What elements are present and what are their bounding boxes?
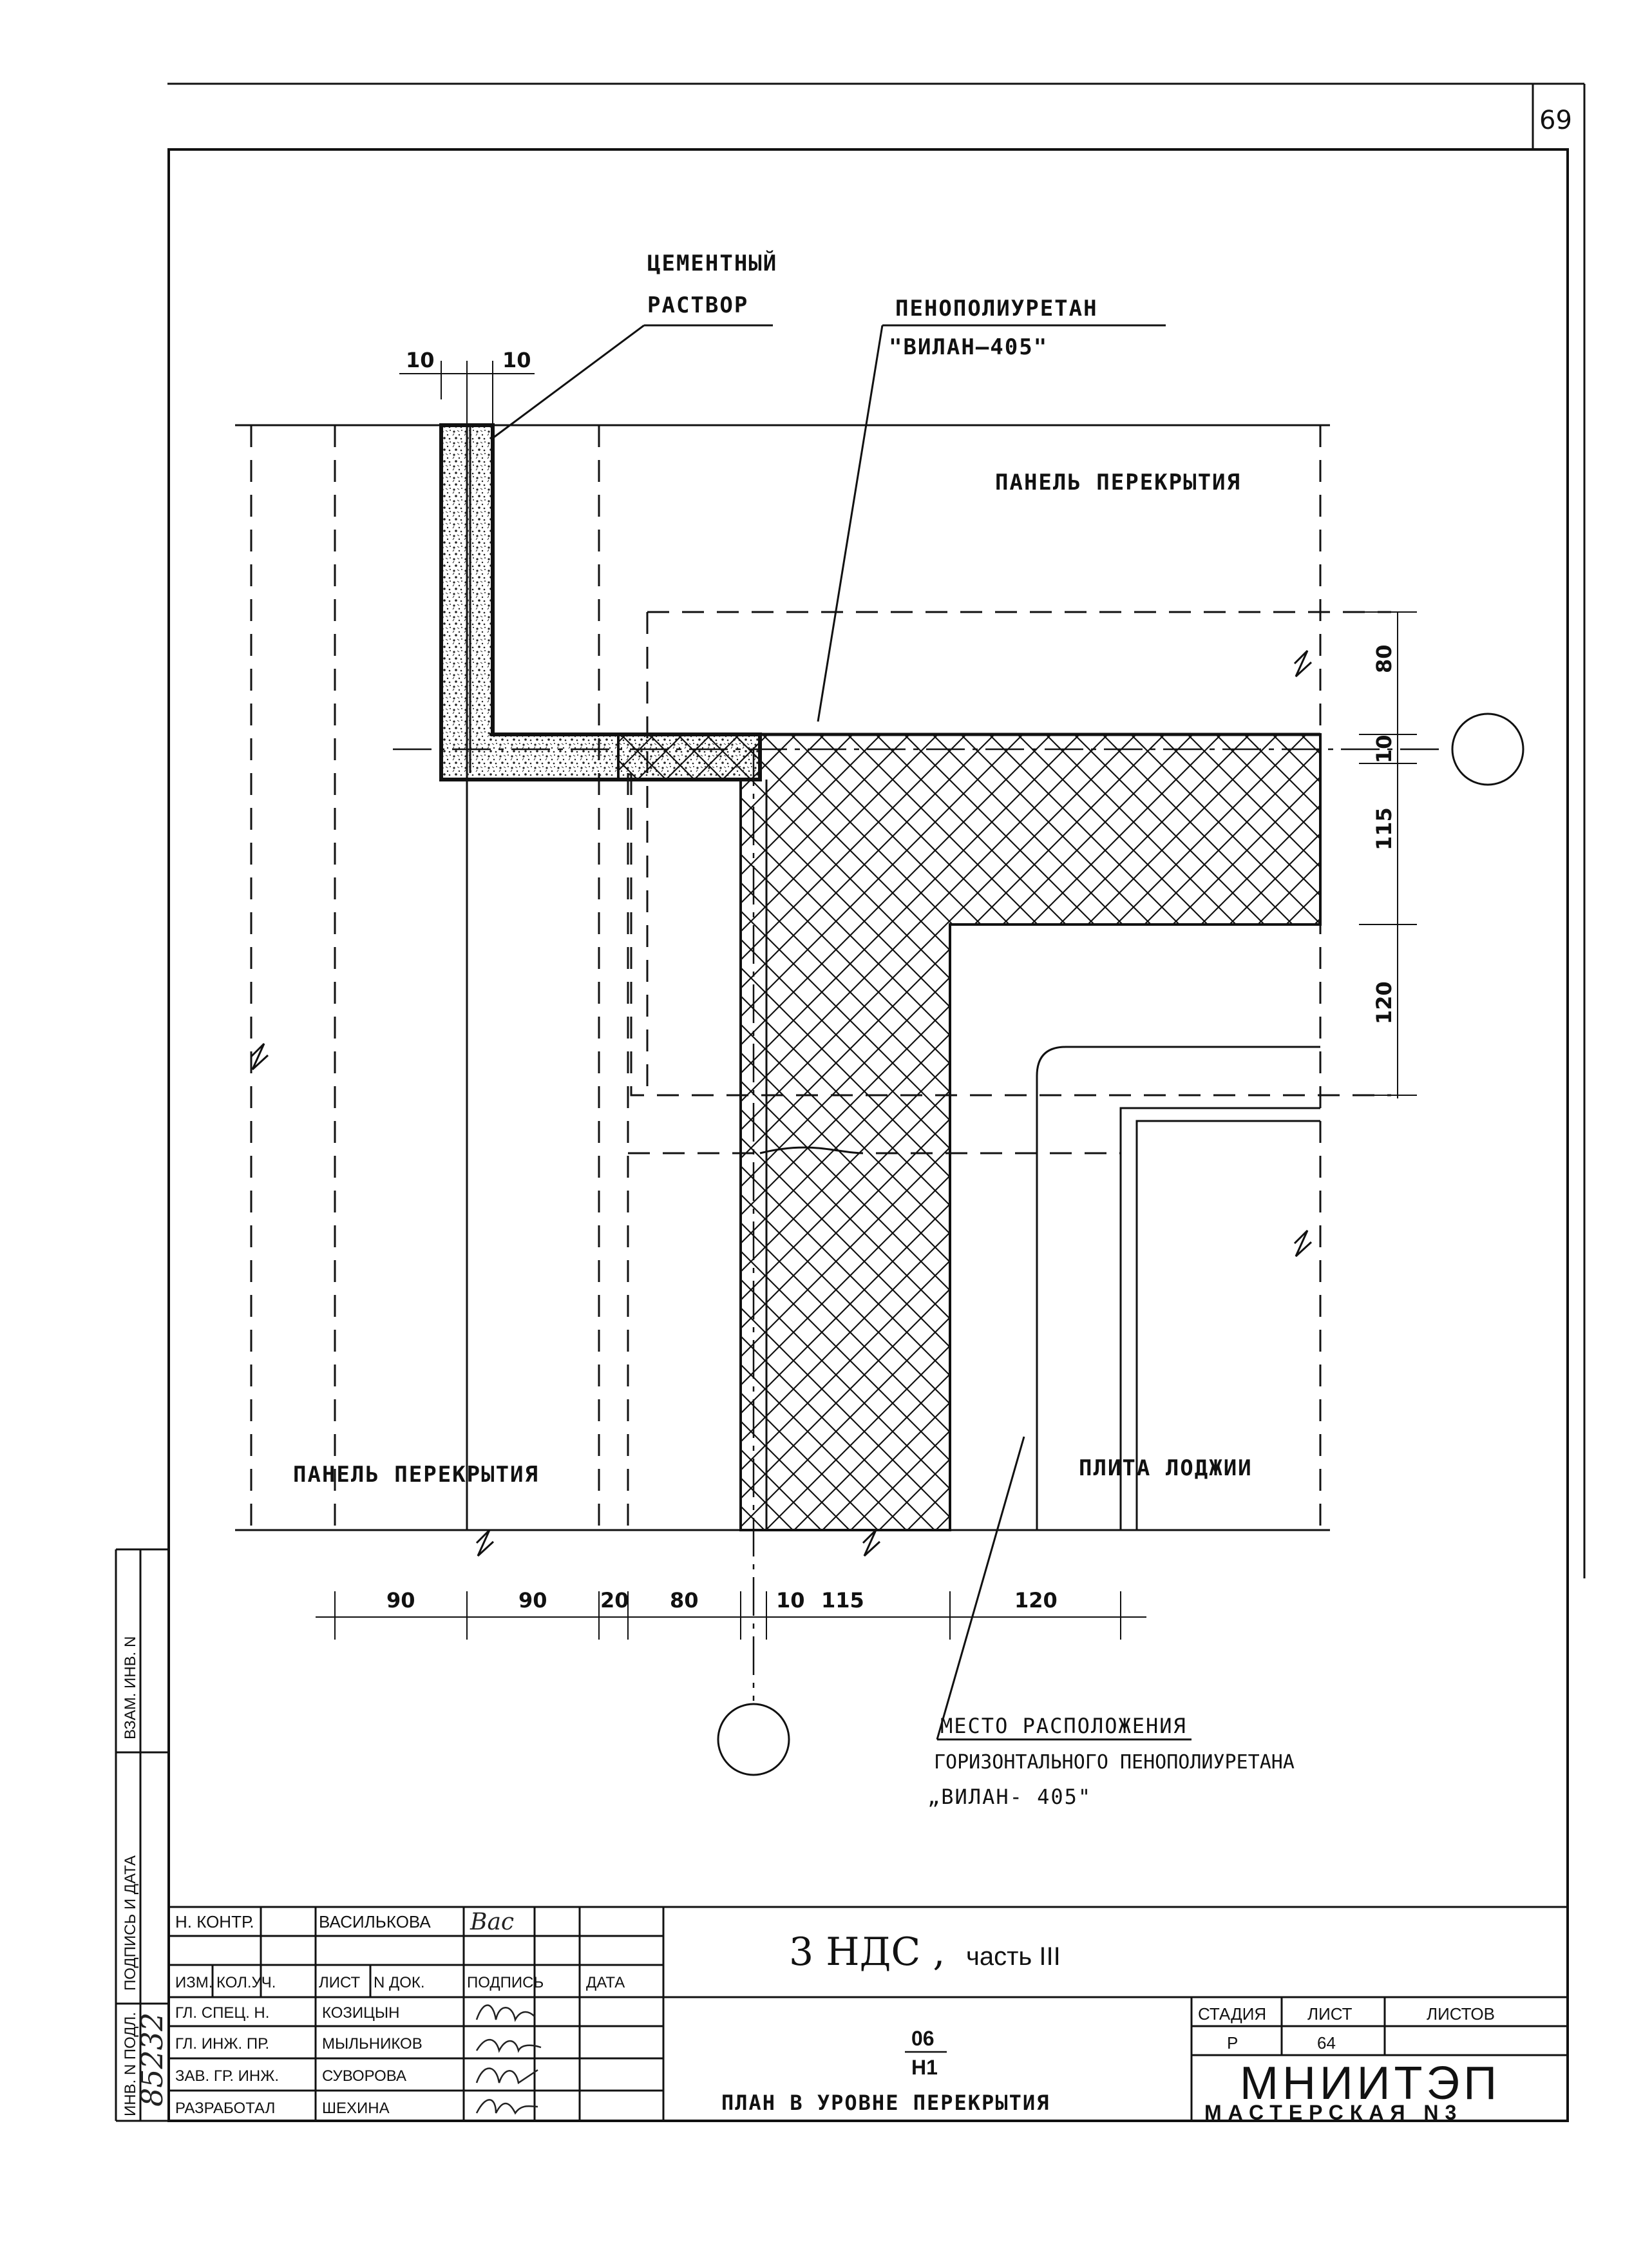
label-loggia: ПЛИТА ЛОДЖИИ (1079, 1455, 1253, 1481)
title-block-grid (169, 1906, 1568, 2121)
tb-norm-control-name: ВАСИЛЬКОВА (319, 1912, 431, 1931)
dim-bottom-80: 80 (670, 1588, 699, 1613)
tb-doc-code-top: 06 (911, 2027, 935, 2050)
loggia-slab-outline (1036, 1046, 1320, 1530)
dim-bottom-10: 10 (776, 1588, 805, 1613)
tb-stage-header: СТАДИЯ (1198, 2004, 1266, 2024)
side-stamp-replace-inv: ВЗАМ. ИНВ. N (122, 1636, 139, 1739)
bottom-dimension-chain (316, 1591, 1146, 1640)
cement-mortar-fill (439, 423, 762, 781)
label-cement-1: ЦЕМЕНТНЫЙ (647, 250, 777, 276)
tb-project: 3 НДС , (789, 1930, 945, 1975)
tb-header-change: ИЗМ. (175, 1974, 213, 1991)
tb-sheets-header: ЛИСТОВ (1427, 2004, 1495, 2024)
dim-bottom-20: 20 (600, 1588, 629, 1613)
tb-drawing-title: ПЛАН В УРОВНЕ ПЕРЕКРЫТИЯ (721, 2091, 1050, 2115)
leader-lines (492, 324, 1192, 1741)
tb-stage-value: Р (1227, 2033, 1238, 2053)
sheet-number: 69 (1539, 106, 1572, 135)
tb-header-date: ДАТА (586, 1974, 625, 1991)
dim-right-115: 115 (1372, 807, 1396, 850)
tb-staff-role-4: РАЗРАБОТАЛ (175, 2100, 275, 2117)
handwritten-signatures (475, 2004, 542, 2115)
label-foam-1: ПЕНОПОЛИУРЕТАН (895, 296, 1098, 321)
tb-header-sheet: ЛИСТ (319, 1974, 361, 1991)
tb-staff-name-3: СУВОРОВА (322, 2067, 406, 2085)
axis-marker-right (1451, 713, 1524, 786)
side-stamp-handwritten-inv: 85232 (135, 2013, 169, 2107)
label-panel-bottom: ПАНЕЛЬ ПЕРЕКРЫТИЯ (293, 1462, 539, 1488)
tb-norm-control-role: Н. КОНТР. (175, 1912, 254, 1931)
sheet-number-box: 69 (1532, 84, 1586, 1578)
right-dimension-chain (1359, 611, 1417, 1098)
label-location-1: МЕСТО РАСПОЛОЖЕНИЯ (940, 1714, 1187, 1738)
tb-project-part: часть III (966, 1942, 1061, 1971)
tb-header-signature: ПОДПИСЬ (467, 1974, 544, 1991)
tb-staff-name-4: ШЕХИНА (322, 2100, 390, 2117)
dim-bottom-115: 115 (821, 1588, 864, 1613)
break-marks (250, 649, 1313, 1557)
top-dimension (399, 361, 535, 425)
dim-right-80: 80 (1372, 644, 1396, 673)
label-cement-2: РАСТВОР (647, 292, 748, 318)
tb-norm-control-signature: Вас (470, 1909, 514, 1935)
tb-header-count: КОЛ.УЧ. (216, 1974, 276, 1991)
dim-top-left: 10 (406, 348, 435, 372)
dim-right-10: 10 (1372, 734, 1396, 763)
dim-right-120: 120 (1372, 981, 1396, 1024)
dim-top-right: 10 (502, 348, 531, 372)
dim-bottom-90a: 90 (386, 1588, 415, 1613)
dim-bottom-120: 120 (1014, 1588, 1058, 1613)
side-stamp-inv-orig: ИНВ. N ПОДЛ. (122, 2012, 139, 2116)
tb-header-doc: N ДОК. (374, 1974, 425, 1991)
tb-doc-code-bottom: Н1 (911, 2056, 938, 2079)
dim-bottom-90b: 90 (518, 1588, 547, 1613)
side-stamp-sign-date: ПОДПИСЬ И ДАТА (122, 1855, 139, 1991)
label-location-3: „ВИЛАН- 405" (927, 1785, 1092, 1809)
label-panel-top: ПАНЕЛЬ ПЕРЕКРЫТИЯ (995, 470, 1241, 495)
side-stamp (115, 1548, 169, 2122)
tb-sheet-value: 64 (1317, 2033, 1336, 2053)
foam-insulation-fill (617, 733, 1322, 1531)
tb-sheet-header: ЛИСТ (1307, 2004, 1353, 2024)
tb-organization: МНИИТЭП (1240, 2058, 1501, 2109)
tb-staff-name-1: КОЗИЦЫН (322, 2004, 399, 2022)
drawing-frame (167, 148, 1569, 2122)
label-foam-2: "ВИЛАН–405" (889, 334, 1048, 360)
label-location-2: ГОРИЗОНТАЛЬНОГО ПЕНОПОЛИУРЕТАНА (934, 1751, 1295, 1774)
tb-staff-name-2: МЫЛЬНИКОВ (322, 2035, 422, 2053)
tb-staff-role-1: ГЛ. СПЕЦ. Н. (175, 2004, 269, 2022)
tb-workshop: МАСТЕРСКАЯ N3 (1204, 2101, 1463, 2124)
tb-staff-role-3: ЗАВ. ГР. ИНЖ. (175, 2067, 279, 2085)
axis-marker-bottom (717, 1703, 790, 1776)
tb-staff-role-2: ГЛ. ИНЖ. ПР. (175, 2035, 269, 2053)
